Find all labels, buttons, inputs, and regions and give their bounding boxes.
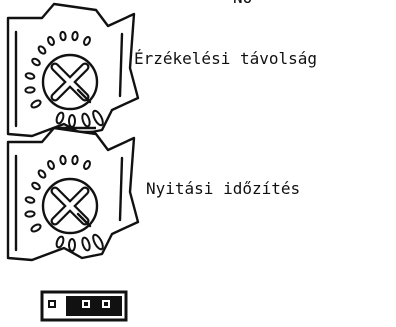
dial-2-potentiometer	[8, 128, 138, 260]
dial-1-potentiometer	[8, 4, 138, 136]
dial-2-label: Nyitási időzítés	[146, 179, 301, 198]
top-cutoff-label: NO	[233, 0, 252, 6]
dial-1-label: Érzékelési távolság	[134, 49, 318, 68]
jumper-connector	[40, 290, 128, 322]
